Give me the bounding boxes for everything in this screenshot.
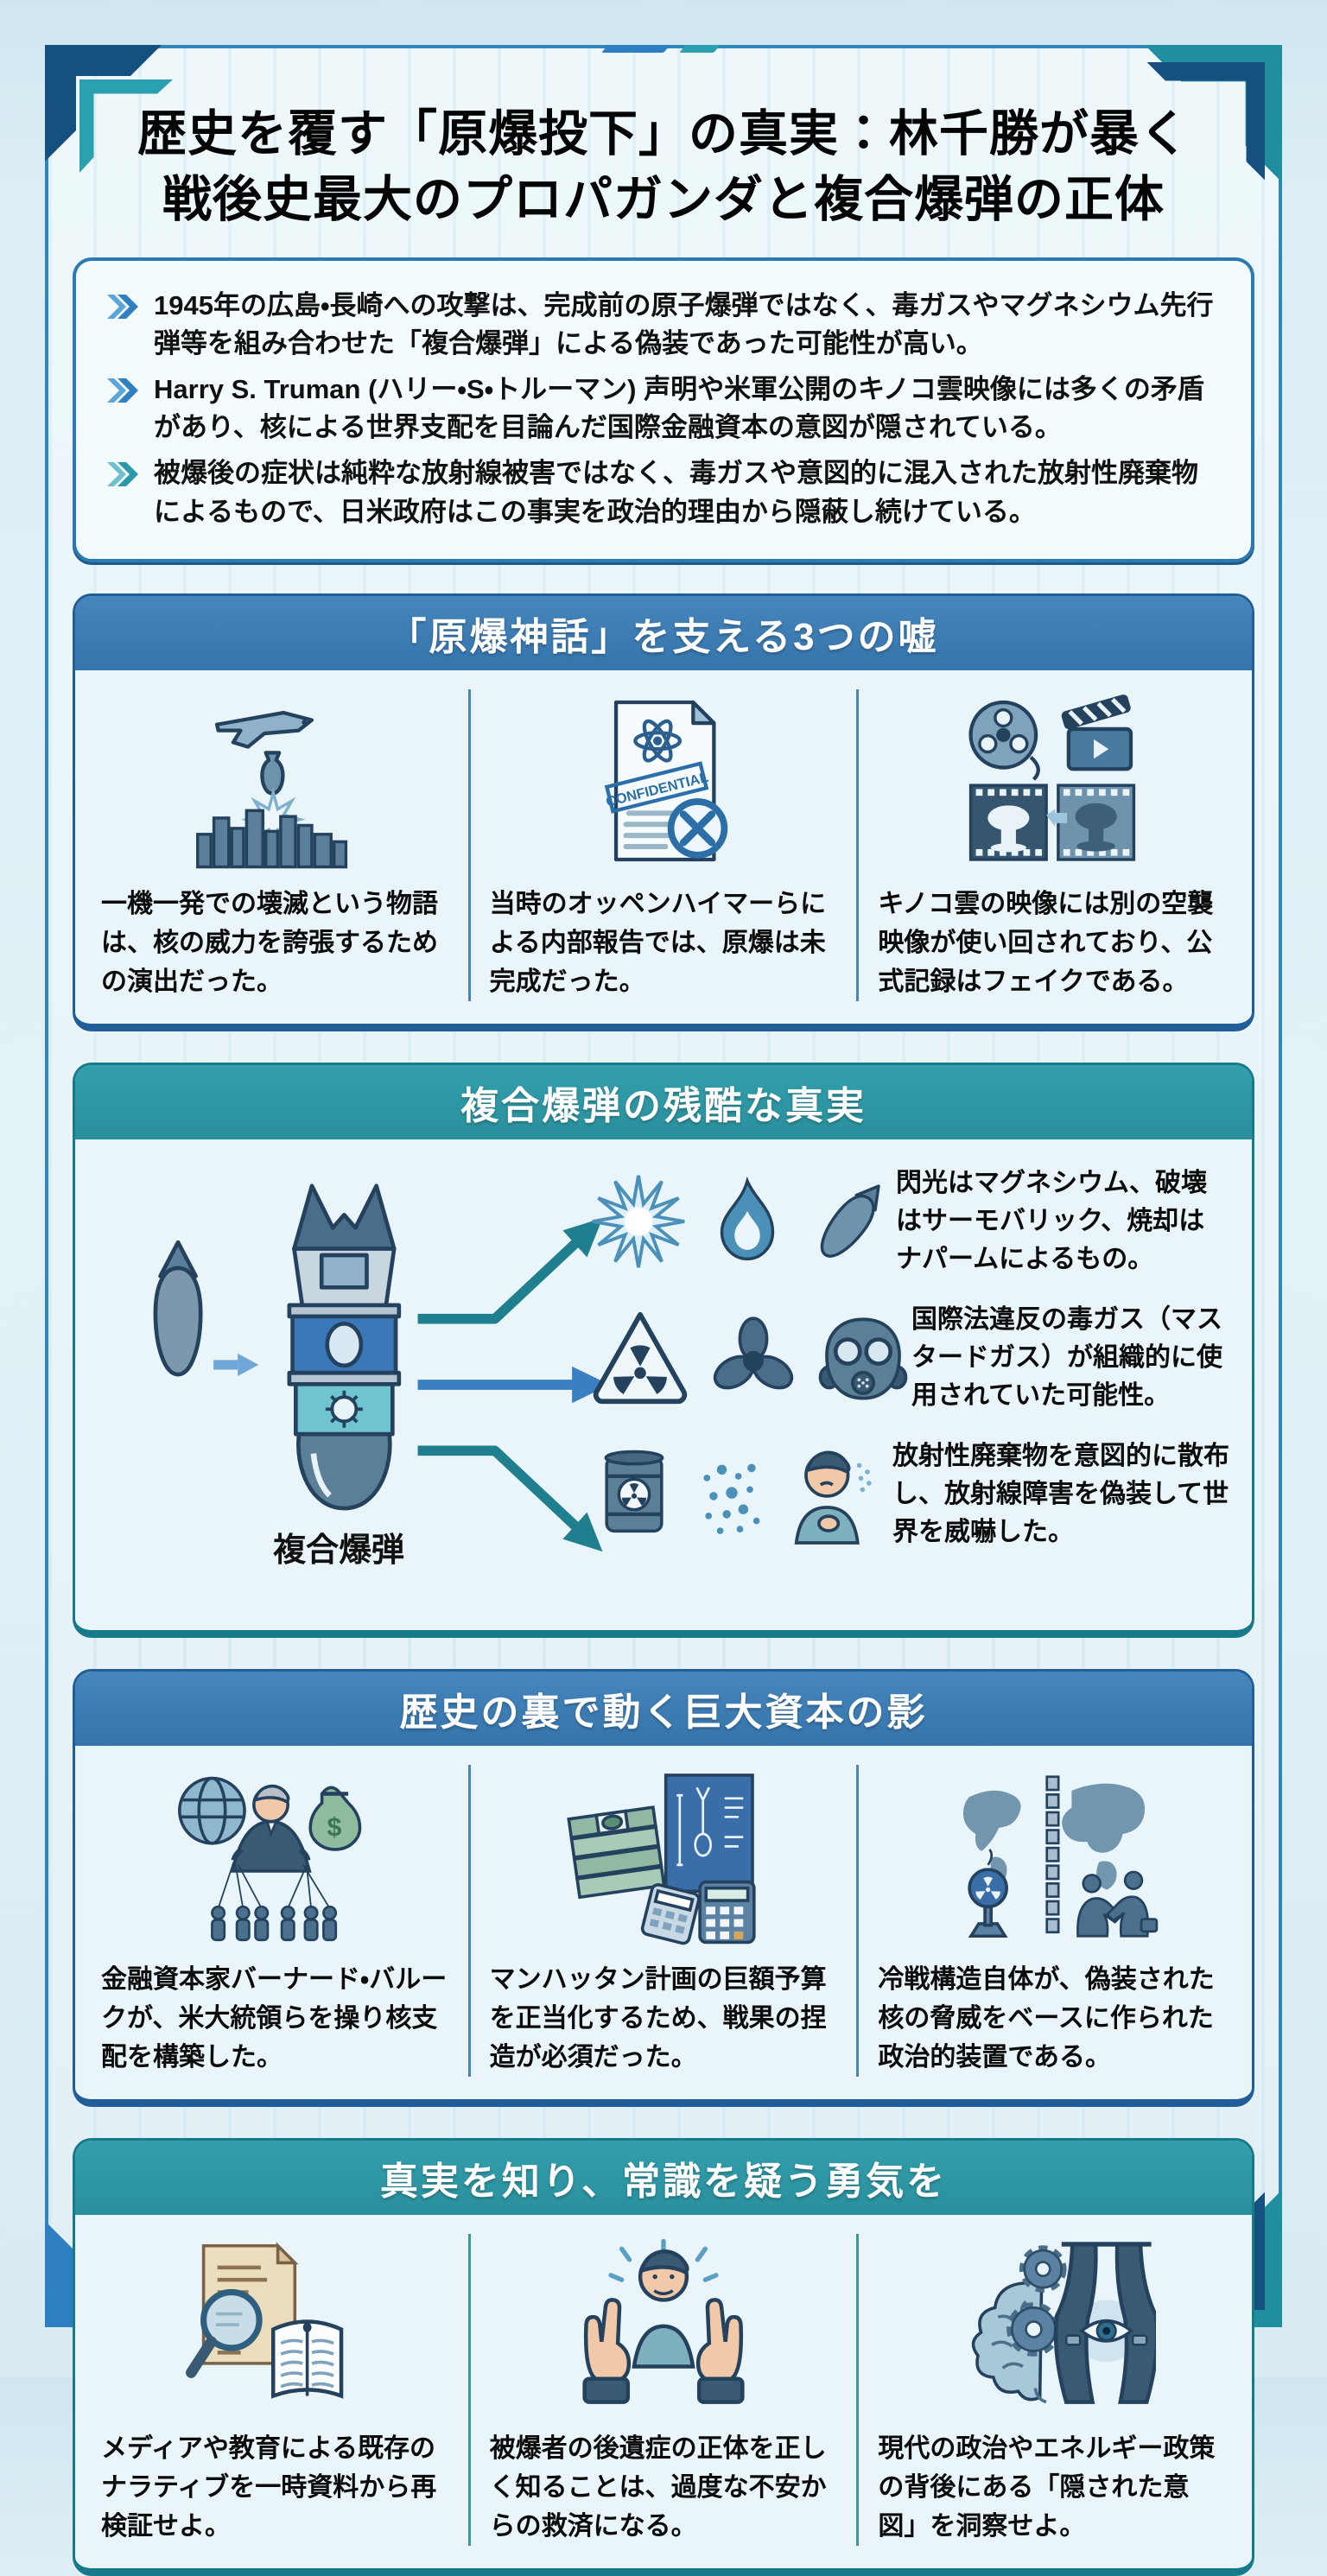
frame-slash-decoration xyxy=(679,45,721,53)
flame-icon xyxy=(720,1177,775,1261)
poster-content: 歴史を覆す「原爆投下」の真実：林千勝が暴く 戦後史最大のプロパガンダと複合爆弾の… xyxy=(73,67,1254,2576)
card-text: マンハッタン計画の巨額予算を正当化するため、戦果の捏造が必須だった。 xyxy=(489,1965,827,2072)
row-icons xyxy=(588,1443,892,1546)
gas-mask-icon xyxy=(818,1317,908,1400)
composite-bomb-figure: 複合爆弾 xyxy=(98,1158,478,1608)
summary-bullet-text: Harry S. Truman (ハリー・S・トルーマン) 声明や米軍公開のキノ… xyxy=(154,373,1204,443)
radiation-warning-icon xyxy=(593,1312,688,1405)
gear-icon xyxy=(1006,2302,1061,2357)
card-fake-footage: キノコ雲の映像には別の空襲映像が使い回されており、公式記録はフェイクである。 xyxy=(856,689,1245,1002)
composite-bomb-label: 複合爆弾 xyxy=(272,1532,404,1570)
card-text: キノコ雲の映像には別の空襲映像が使い回されており、公式記録はフェイクである。 xyxy=(878,890,1214,997)
arrow-icon xyxy=(417,1218,603,1324)
section-three-lies: 「原爆神話」を支える3つの嘘 xyxy=(73,593,1254,1032)
composite-bomb-icon xyxy=(153,1183,402,1511)
coughing-person-icon xyxy=(794,1450,872,1545)
card-hidden-intent: 現代の政治やエネルギー政策の背後にある「隠された意図」を洞察せよ。 xyxy=(856,2234,1245,2547)
row-icons xyxy=(588,1308,911,1408)
card-puppet-master: $ xyxy=(82,1765,468,2077)
summary-bullet: 1945年の広島・長崎への攻撃は、完成前の原子爆弾ではなく、毒ガスやマグネシウム… xyxy=(105,287,1222,364)
particle-spray-icon xyxy=(703,1463,760,1535)
title-line-1: 歴史を覆す「原爆投下」の真実：林千勝が暴く xyxy=(137,106,1190,162)
section-courage-to-doubt: 真実を知り、常識を疑う勇気を xyxy=(73,2138,1254,2576)
raised-hands-person-icon xyxy=(560,2234,767,2417)
title-line-2: 戦後史最大のプロパガンダと複合爆弾の正体 xyxy=(162,171,1165,227)
arrow-icon xyxy=(417,1445,603,1552)
composite-bomb-diagram: 複合爆弾 xyxy=(75,1139,1252,1630)
bomb-icon xyxy=(820,1184,880,1258)
row-text: 閃光はマグネシウム、破壊はサーモバリック、焼却はナパームによるもの。 xyxy=(896,1169,1207,1274)
double-chevron-icon xyxy=(105,454,140,531)
section-cards: メディアや教育による既存のナラティブを一時資料から再検証せよ。 xyxy=(75,2215,1252,2568)
double-chevron-icon xyxy=(105,287,140,364)
svg-text:$: $ xyxy=(327,1812,342,1842)
radioactive-barrel-icon xyxy=(604,1450,664,1533)
card-text: 冷戦構造自体が、偽装された核の脅威をベースに作られた政治的装置である。 xyxy=(878,1965,1215,2072)
puppet-master-icon: $ xyxy=(167,1765,383,1948)
card-text: 当時のオッペンハイマーらによる内部報告では、原爆は未完成だった。 xyxy=(489,890,827,997)
row-text: 放射性廃棄物を意図的に散布し、放射線障害を偽装して世界を威嚇した。 xyxy=(892,1442,1229,1547)
section-cards: 一機一発での壊滅という物語は、核の威力を誇張するための演出だった。 xyxy=(75,670,1252,1024)
summary-bullet-text: 1945年の広島・長崎への攻撃は、完成前の原子爆弾ではなく、毒ガスやマグネシウム… xyxy=(154,289,1214,359)
summary-bullet: 被爆後の症状は純粋な放射線被害ではなく、毒ガスや意図的に混入された放射性廃棄物に… xyxy=(105,454,1222,531)
card-know-truth-relief: 被爆者の後遺症の正体を正しく知ることは、過度な不安からの救済になる。 xyxy=(467,2234,857,2547)
brain-gears-curtain-eye-icon xyxy=(949,2234,1156,2417)
flash-burst-icon xyxy=(592,1175,685,1268)
money-blueprint-calculator-icon xyxy=(556,1765,771,1948)
row-text: 国際法違反の毒ガス（マスタードガス）が組織的に使用されていた可能性。 xyxy=(911,1305,1222,1411)
section-header: 真実を知り、常識を疑う勇気を xyxy=(75,2141,1252,2216)
plane-bomb-city-icon xyxy=(173,689,377,872)
double-chevron-icon xyxy=(105,371,140,447)
section-header: 「原爆神話」を支える3つの嘘 xyxy=(75,596,1252,671)
summary-box: 1945年の広島・長崎への攻撃は、完成前の原子爆弾ではなく、毒ガスやマグネシウム… xyxy=(73,257,1254,563)
card-one-plane-one-bomb: 一機一発での壊滅という物語は、核の威力を誇張するための演出だった。 xyxy=(82,689,468,1001)
confidential-report-icon: CONFIDENTIAL xyxy=(562,689,765,872)
card-text: 一機一発での壊滅という物語は、核の威力を誇張するための演出だった。 xyxy=(101,890,438,997)
section-capital-shadow: 歴史の裏で動く巨大資本の影 $ xyxy=(73,1669,1254,2108)
card-confidential-report: CONFIDENTIAL 当時のオッペンハイマーらによる内部報告では、原爆は未完… xyxy=(467,689,857,1002)
card-cold-war-device: 冷戦構造自体が、偽装された核の脅威をベースに作られた政治的装置である。 xyxy=(856,1765,1245,2078)
section-cards: $ xyxy=(75,1746,1252,2099)
effect-row-poison-gas: 国際法違反の毒ガス（マスタードガス）が組織的に使用されていた可能性。 xyxy=(478,1295,1229,1421)
bomb-effect-rows: 閃光はマグネシウム、破壊はサーモバリック、焼却はナパームによるもの。 xyxy=(478,1158,1229,1608)
diagram-arrows xyxy=(417,1218,610,1552)
frame-slash-decoration xyxy=(601,45,670,53)
film-reel-fake-footage-icon xyxy=(950,689,1154,872)
row-icons xyxy=(588,1171,896,1272)
section-composite-bomb: 複合爆弾の残酷な真実 xyxy=(73,1063,1254,1639)
page-title: 歴史を覆す「原爆投下」の真実：林千勝が暴く 戦後史最大のプロパガンダと複合爆弾の… xyxy=(73,102,1254,233)
card-text: 金融資本家バーナード・バルークが、米大統領らを操り核支配を構築した。 xyxy=(101,1965,448,2072)
magnifier-documents-icon xyxy=(171,2234,378,2417)
card-reexamine-sources: メディアや教育による既存のナラティブを一時資料から再検証せよ。 xyxy=(82,2234,468,2546)
propeller-icon xyxy=(713,1317,794,1390)
card-manhattan-budget: マンハッタン計画の巨額予算を正当化するため、戦果の捏造が必須だった。 xyxy=(467,1765,857,2078)
effect-row-radioactive-waste: 放射性廃棄物を意図的に散布し、放射線障害を偽装して世界を威嚇した。 xyxy=(478,1431,1229,1558)
gear-icon xyxy=(1019,2245,1067,2294)
effect-row-incendiary: 閃光はマグネシウム、破壊はサーモバリック、焼却はナパームによるもの。 xyxy=(478,1158,1229,1285)
summary-bullet: Harry S. Truman (ハリー・S・トルーマン) 声明や米軍公開のキノ… xyxy=(105,371,1222,447)
card-text: 被爆者の後遺症の正体を正しく知ることは、過度な不安からの救済になる。 xyxy=(489,2434,827,2541)
section-header: 複合爆弾の残酷な真実 xyxy=(75,1065,1252,1140)
world-map-handshake-icon xyxy=(944,1765,1160,1948)
summary-bullet-text: 被爆後の症状は純粋な放射線被害ではなく、毒ガスや意図的に混入された放射性廃棄物に… xyxy=(154,458,1198,527)
card-text: メディアや教育による既存のナラティブを一時資料から再検証せよ。 xyxy=(101,2434,437,2541)
section-header: 歴史の裏で動く巨大資本の影 xyxy=(75,1672,1252,1747)
card-text: 現代の政治やエネルギー政策の背後にある「隠された意図」を洞察せよ。 xyxy=(878,2434,1216,2541)
